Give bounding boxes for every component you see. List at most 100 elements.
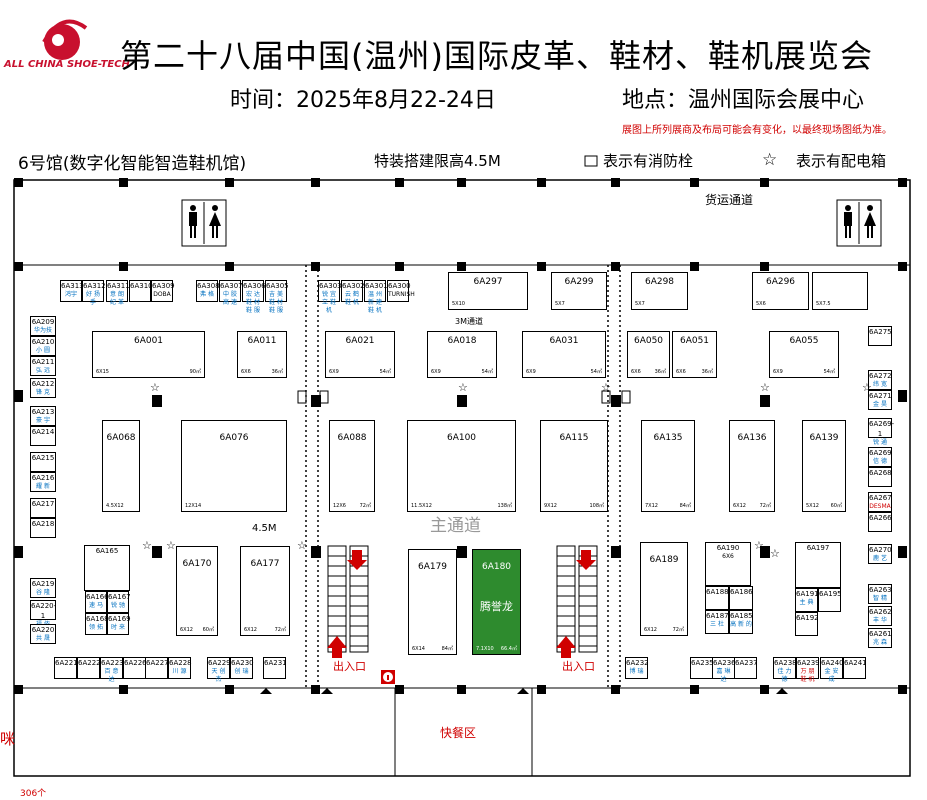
booth-6A268[interactable]: 6A268 [868,467,892,487]
booth-company: 领 拓 [89,624,103,631]
booth-6A237[interactable]: 6A237 [734,657,758,679]
booth-count: 306个 [20,789,47,799]
booth-6A275[interactable]: 6A275 [868,326,892,346]
booth-6A222[interactable]: 6A222 [77,657,101,679]
booth-6A188[interactable]: 6A188 [705,586,729,610]
booth-6A218[interactable]: 6A218 [30,518,56,538]
booth-6A310[interactable]: 6A310 [129,280,153,302]
booth-6A235[interactable]: 6A235 [690,657,714,679]
booth-6A227[interactable]: 6A227 [145,657,169,679]
booth-6A186[interactable]: 6A186 [729,586,753,610]
booth-6A231[interactable]: 6A231 [263,657,287,679]
booth-6A192[interactable]: 6A192 [795,612,819,636]
booth-6A197[interactable]: 6A197 [795,542,841,588]
booth-6A195[interactable]: 6A195 [818,588,842,612]
booth-6A214[interactable]: 6A214 [30,426,56,446]
booth-6A220-1[interactable]: 6A220-1福 侬 [30,600,56,628]
booth-6A215[interactable]: 6A215 [30,452,56,472]
booth-6A165[interactable]: 6A165 [84,545,130,591]
booth-6A217[interactable]: 6A217 [30,498,56,518]
booth-6A226[interactable]: 6A226 [123,657,147,679]
booth-6A266[interactable]: 6A266 [868,512,892,532]
booth-unlabeled[interactable]: 5X7.5 [812,272,868,310]
booth-6A221[interactable]: 6A221 [54,657,78,679]
cafe-area-label: 快餐区 [440,726,477,740]
booth-size: 6X12 [733,503,746,509]
booth-6A241[interactable]: 6A241 [843,657,867,679]
logo-text: ALL CHINA SHOE-TECH [4,59,130,70]
